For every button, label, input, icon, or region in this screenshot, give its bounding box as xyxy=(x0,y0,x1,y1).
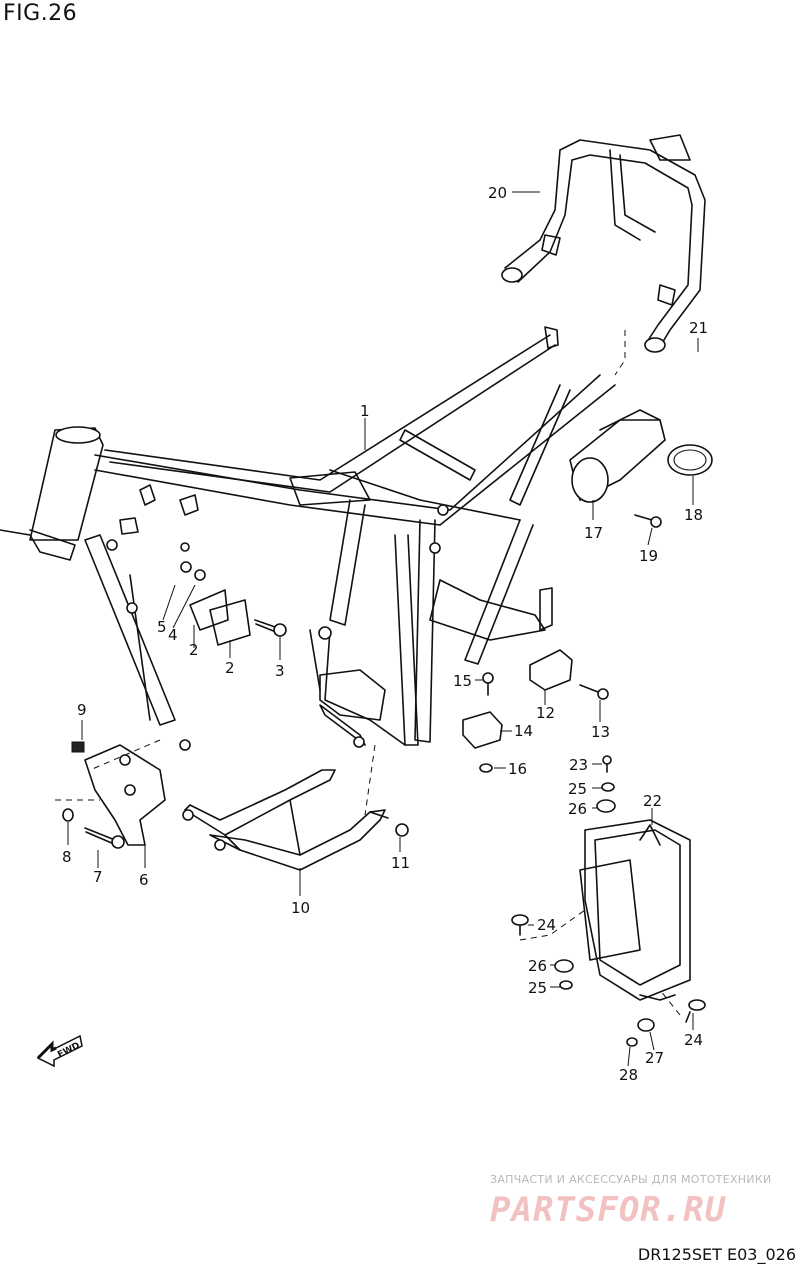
callout-26a: 26 xyxy=(568,800,587,818)
callout-19: 19 xyxy=(639,547,658,565)
callout-1: 1 xyxy=(360,402,370,420)
callout-6: 6 xyxy=(139,871,149,889)
cushions-and-bolts xyxy=(462,649,609,773)
callout-26b: 26 xyxy=(528,957,547,975)
figure-title: FIG.26 xyxy=(3,1,78,26)
callout-labels: 1 2 2 3 4 5 6 7 8 9 10 11 12 13 14 15 16… xyxy=(62,184,708,1084)
callout-11: 11 xyxy=(391,854,410,872)
watermark-logo: PARTSFOR.RU xyxy=(490,1190,727,1230)
callout-27: 27 xyxy=(645,1049,664,1067)
callout-24a: 24 xyxy=(537,916,556,934)
callout-10: 10 xyxy=(291,899,310,917)
forward-arrow-icon: FWD xyxy=(36,1034,83,1068)
lower-frame xyxy=(182,769,409,871)
front-engine-mount xyxy=(62,741,166,849)
callout-28: 28 xyxy=(619,1066,638,1084)
callout-8: 8 xyxy=(62,848,72,866)
callout-22: 22 xyxy=(643,792,662,810)
callout-18: 18 xyxy=(684,506,703,524)
callout-12: 12 xyxy=(536,704,555,722)
assembly-guide-lines xyxy=(55,330,681,1016)
side-bracket-assembly xyxy=(180,561,287,646)
callout-25a: 25 xyxy=(568,780,587,798)
drawing-code: DR125SET E03_026 xyxy=(637,1245,796,1264)
callout-24b: 24 xyxy=(684,1031,703,1049)
callout-16: 16 xyxy=(508,760,527,778)
callout-2a: 2 xyxy=(189,641,199,659)
callout-2b: 2 xyxy=(225,659,235,677)
callout-4: 4 xyxy=(168,626,178,644)
main-frame xyxy=(0,326,616,751)
callout-17: 17 xyxy=(584,524,603,542)
callout-25b: 25 xyxy=(528,979,547,997)
callout-3: 3 xyxy=(275,662,285,680)
ignition-coil xyxy=(569,409,713,528)
callout-14: 14 xyxy=(514,722,533,740)
battery-case xyxy=(511,755,706,1047)
callout-21: 21 xyxy=(689,319,708,337)
callout-13: 13 xyxy=(591,723,610,741)
callout-9: 9 xyxy=(77,701,87,719)
callout-7: 7 xyxy=(93,868,103,886)
callout-5: 5 xyxy=(157,618,167,636)
callout-leader-lines xyxy=(67,191,699,1067)
rear-carrier xyxy=(501,134,706,353)
watermark-caption: ЗАПЧАСТИ И АКСЕССУАРЫ ДЛЯ МОТОТЕХНИКИ xyxy=(490,1173,772,1186)
callout-20: 20 xyxy=(488,184,507,202)
callout-15: 15 xyxy=(453,672,472,690)
callout-23: 23 xyxy=(569,756,588,774)
